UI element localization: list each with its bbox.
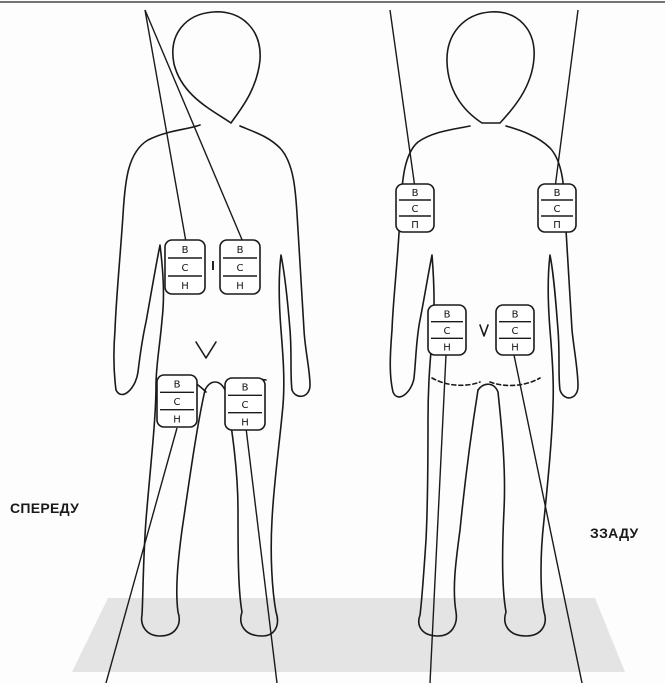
zone-letter-middle: С <box>182 263 189 274</box>
zone-letter-bottom: Н <box>181 281 189 292</box>
zone-letter-top: В <box>512 309 519 320</box>
zone-letter-bottom: П <box>553 220 561 231</box>
back-arm-left-zone: ВСП <box>396 184 434 232</box>
back-buttock-right-zone: ВСН <box>496 305 534 355</box>
back-figure <box>390 12 578 636</box>
zone-letter-top: В <box>554 188 561 199</box>
back-arm-right-zone: ВСП <box>538 184 576 232</box>
zone-letter-top: В <box>444 309 451 320</box>
zone-letter-bottom: Н <box>511 343 519 354</box>
zone-letter-middle: С <box>554 204 561 215</box>
zone-letter-top: В <box>412 188 419 199</box>
back-view-label: ЗЗАДУ <box>590 525 639 541</box>
zone-letter-middle: С <box>512 326 519 337</box>
front-abdomen-left-zone: ВСН <box>165 240 205 294</box>
front-thigh-right-zone: ВСН <box>225 378 265 430</box>
zone-letter-top: В <box>237 245 244 256</box>
zone-letter-middle: С <box>412 204 419 215</box>
back-buttock-left-zone: ВСН <box>428 305 466 355</box>
zone-letter-top: В <box>242 383 249 394</box>
front-abdomen-right-zone: ВСН <box>220 240 260 294</box>
zone-letter-bottom: Н <box>236 281 244 292</box>
front-view-label: СПЕРЕДУ <box>10 500 79 516</box>
zone-letter-middle: С <box>237 263 244 274</box>
zone-letter-bottom: Н <box>173 414 181 425</box>
zone-letter-middle: С <box>444 326 451 337</box>
zone-letter-bottom: П <box>411 220 419 231</box>
zone-letter-middle: С <box>174 397 181 408</box>
front-thigh-left-zone: ВСН <box>157 375 197 427</box>
zone-letter-top: В <box>182 245 189 256</box>
zone-letter-top: В <box>174 380 181 391</box>
front-figure <box>114 12 310 636</box>
zone-letter-bottom: Н <box>241 417 249 428</box>
zone-letter-bottom: Н <box>443 343 451 354</box>
zone-letter-middle: С <box>242 400 249 411</box>
